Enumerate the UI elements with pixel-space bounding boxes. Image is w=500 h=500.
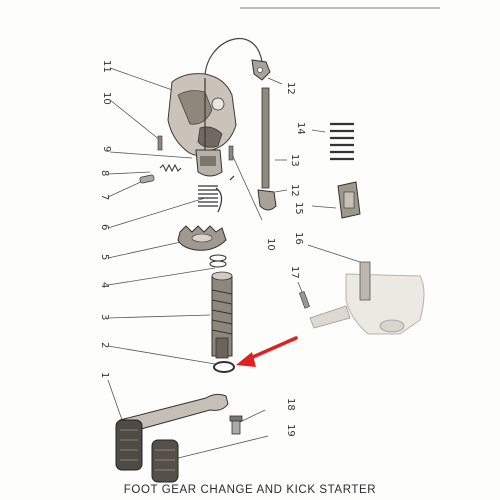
bracket-part-15: [337, 181, 361, 219]
kick-lever-part-1: [115, 393, 229, 471]
label-7: 7: [99, 194, 110, 200]
leader-1: [107, 379, 123, 421]
label-15: 15: [293, 202, 304, 215]
leader-3: [107, 314, 211, 319]
leader-16: [307, 244, 361, 263]
spring-part-8: [159, 163, 182, 173]
pin-part-17: [298, 291, 351, 329]
selector-block-part-9: [195, 149, 223, 177]
label-5: 5: [99, 254, 110, 260]
leader-10b: [229, 149, 263, 221]
label-19: 19: [285, 424, 296, 437]
plunger-part-7: [139, 174, 155, 184]
ratchet-gear-part-5: [177, 225, 227, 251]
washer-part-2: [213, 361, 235, 373]
part-number-labels: 11 10 9 8 7 6 5 4 3 2 1 10 12 13 12 14 1…: [99, 60, 306, 437]
label-4: 4: [99, 282, 110, 288]
leader-4: [107, 267, 216, 286]
pedal-crank-part-16: [345, 261, 425, 335]
highlight-arrow: [236, 336, 298, 367]
leader-19: [169, 435, 269, 461]
label-1: 1: [99, 372, 110, 378]
leader-10a: [109, 99, 161, 141]
coil-spring-part-6: [198, 175, 235, 213]
label-16: 16: [293, 232, 304, 245]
leader-17: [297, 281, 303, 293]
selector-fork-part-12-lower: [257, 189, 277, 211]
foot-rubber-part-19: [151, 439, 179, 483]
label-17: 17: [289, 266, 300, 279]
leader-8: [107, 171, 151, 175]
spring-part-14: [330, 122, 354, 161]
leader-14: [311, 129, 326, 133]
label-2: 2: [99, 342, 110, 348]
label-14: 14: [295, 122, 306, 135]
leader-2: [107, 345, 216, 365]
gear-housing-part-11: [167, 73, 237, 156]
label-3: 3: [99, 314, 110, 320]
leader-11: [109, 67, 179, 93]
leader-6: [107, 197, 206, 229]
kick-spindle-part-3: [211, 271, 233, 359]
label-11: 11: [101, 60, 112, 73]
label-12a: 12: [285, 82, 296, 95]
selector-rod-part-13: [261, 87, 270, 189]
label-12b: 12: [289, 184, 300, 197]
label-10a: 10: [101, 92, 112, 105]
spring-wire-arc: [204, 38, 263, 79]
leader-7: [107, 179, 146, 198]
label-18: 18: [285, 398, 296, 411]
bolt-part-18: [229, 415, 243, 435]
label-13: 13: [289, 154, 300, 167]
label-6: 6: [99, 224, 110, 230]
pin-part-10: [157, 135, 234, 161]
leader-12b: [274, 189, 288, 193]
diagram-caption: FOOT GEAR CHANGE AND KICK STARTER: [123, 484, 377, 496]
leader-18: [239, 409, 266, 423]
selector-fork-part-12-top: [251, 59, 271, 81]
label-8: 8: [99, 170, 110, 176]
leader-15: [311, 205, 337, 209]
label-10b: 10: [265, 238, 276, 251]
label-9: 9: [101, 146, 112, 152]
leader-9: [109, 151, 193, 159]
spring-clip-part-4: [209, 254, 227, 268]
leader-lines: [107, 67, 361, 461]
leader-12a: [267, 77, 283, 85]
leader-5: [107, 239, 191, 259]
